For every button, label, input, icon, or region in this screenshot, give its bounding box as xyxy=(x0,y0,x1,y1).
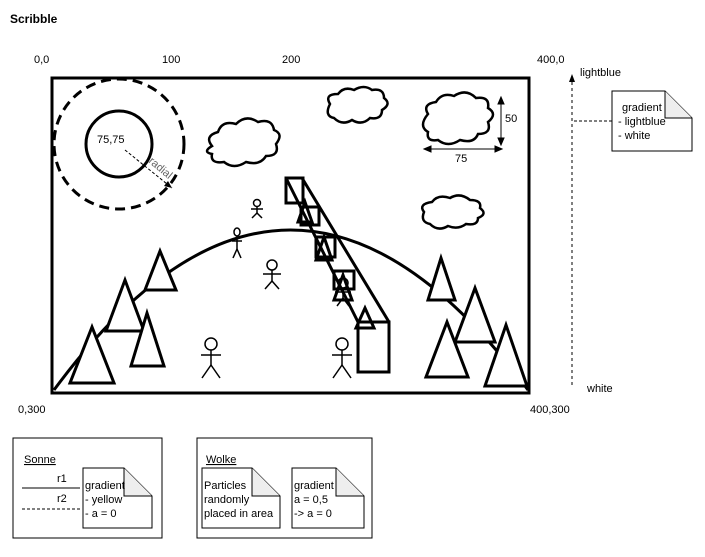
person-figure xyxy=(232,227,242,259)
legend-wolke-note1-line: placed in area xyxy=(204,508,274,520)
tree xyxy=(128,307,167,368)
legend-wolke-note2-line: gradient xyxy=(294,480,334,492)
legend-sonne-note-line: - yellow xyxy=(85,494,122,506)
diagram-title: Scribble xyxy=(10,12,58,26)
sun-outer-radius xyxy=(52,77,186,211)
tree xyxy=(67,322,117,385)
legend-r2-label: r2 xyxy=(57,493,67,505)
sky-note: gradient - lightblue - white xyxy=(611,90,693,152)
path-blocks xyxy=(284,176,391,374)
sky-note-line: - lightblue xyxy=(618,116,666,128)
coord-bottom-right: 400,300 xyxy=(530,404,570,416)
person-figure xyxy=(335,277,351,307)
person-figure xyxy=(251,198,263,219)
cloud-height-label: 50 xyxy=(505,113,517,125)
person-figure xyxy=(263,259,281,290)
cloud-width-label: 75 xyxy=(455,153,467,165)
legend-sonne-title: Sonne xyxy=(24,454,56,466)
cloud-1 xyxy=(205,117,281,168)
coord-top-200: 200 xyxy=(282,54,300,66)
legend-r1-label: r1 xyxy=(57,473,67,485)
coord-bottom-left: 0,300 xyxy=(18,404,46,416)
legend-wolke-title: Wolke xyxy=(206,454,236,466)
coord-top-left: 0,0 xyxy=(34,54,49,66)
legend-wolke-note1-line: Particles xyxy=(204,480,247,492)
legend-sonne-note-line: - a = 0 xyxy=(85,508,117,520)
sky-note-line: - white xyxy=(618,130,650,142)
person-figure xyxy=(332,337,352,379)
sky-bottom-label: white xyxy=(586,383,613,395)
coord-top-100: 100 xyxy=(162,54,180,66)
sun-radius-arrowhead xyxy=(164,181,172,188)
coord-top-right: 400,0 xyxy=(537,54,565,66)
legend-sonne: Sonne r1 r2 gradient - yellow - a = 0 xyxy=(12,437,163,539)
tree xyxy=(452,283,498,344)
legend-wolke-note1-line: randomly xyxy=(204,494,250,506)
sun-inner-circle xyxy=(84,109,154,179)
trees xyxy=(67,246,530,388)
tree xyxy=(103,275,147,333)
person-figure xyxy=(201,337,221,379)
sky-arrowhead xyxy=(569,74,575,82)
cloud-dimensions xyxy=(422,95,505,153)
cloud-2 xyxy=(326,85,389,124)
sky-note-line: gradient xyxy=(622,102,662,114)
legend-sonne-note-line: gradient xyxy=(85,480,125,492)
sun-radius-line xyxy=(124,149,173,189)
tree xyxy=(425,253,458,302)
tree xyxy=(423,317,471,379)
cloud-4 xyxy=(421,194,485,230)
legend-wolke-note2-line: -> a = 0 xyxy=(294,508,332,520)
sky-top-label: lightblue xyxy=(580,67,621,79)
stick-figures xyxy=(201,198,352,379)
sun-center-label: 75,75 xyxy=(97,134,125,146)
tree xyxy=(142,246,179,292)
cloud-3 xyxy=(421,91,495,146)
legend-wolke-note2-line: a = 0,5 xyxy=(294,494,328,506)
legend-wolke: Wolke Particles randomly placed in area … xyxy=(196,437,373,539)
tree xyxy=(482,320,530,388)
